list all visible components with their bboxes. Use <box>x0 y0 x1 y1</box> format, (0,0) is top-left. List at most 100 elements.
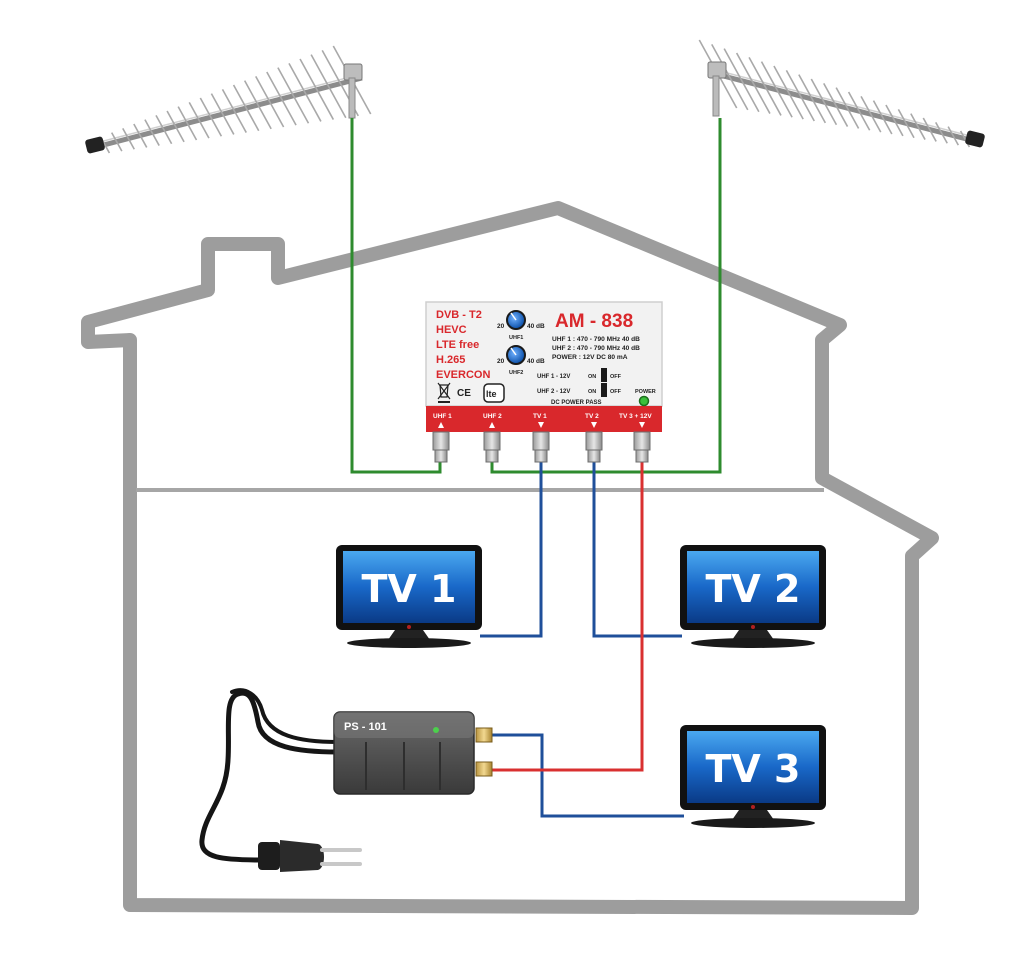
cable-tv3 <box>492 733 684 818</box>
antenna-element <box>872 100 893 135</box>
connector-tv3[interactable] <box>633 431 651 463</box>
connector-tv2[interactable] <box>585 431 603 463</box>
antenna-element <box>798 74 827 124</box>
port-arrows <box>438 422 645 428</box>
antenna-element <box>835 87 860 129</box>
antenna-element <box>735 52 771 114</box>
antenna-element <box>723 48 760 113</box>
cable-antenna-right <box>490 118 722 474</box>
port-label-tv3: TV 3 + 12V <box>619 413 652 420</box>
knob2-min: 20 <box>497 358 505 365</box>
connector-tv1[interactable] <box>532 431 550 463</box>
knob2-label: UHF2 <box>509 370 523 376</box>
antenna-element <box>232 84 260 132</box>
antenna-element <box>748 56 782 116</box>
crossed-bin-icon <box>437 382 451 403</box>
antenna-element <box>221 88 247 133</box>
antenna-element <box>177 106 198 141</box>
antenna-element <box>897 108 915 139</box>
svg-text:lte: lte <box>486 389 497 399</box>
antenna-element <box>288 62 322 122</box>
antenna-element <box>199 97 223 137</box>
antenna-element <box>155 114 173 145</box>
connector-uhf2[interactable] <box>483 431 501 463</box>
antenna-element <box>935 121 948 144</box>
power-label: POWER <box>635 389 656 395</box>
ps-output-connector-2[interactable] <box>475 761 493 777</box>
spec-uhf1: UHF 1 : 470 - 790 MHz 40 dB <box>552 336 640 343</box>
antenna-element <box>310 54 347 119</box>
antenna-element <box>255 75 285 128</box>
antenna-element <box>110 132 123 152</box>
knob1-max: 40 dB <box>527 323 545 330</box>
gain-knob-2[interactable] <box>506 345 526 365</box>
feature-hevc: HEVC <box>436 324 467 336</box>
antenna-element <box>277 67 310 124</box>
tv-2: TV 2 <box>680 545 826 648</box>
switch1-off: OFF <box>610 374 622 380</box>
port-label-uhf1: UHF 1 <box>433 413 452 420</box>
tv3-label: TV 3 <box>706 747 801 791</box>
switch2-off: OFF <box>610 389 622 395</box>
feature-dvb: DVB - T2 <box>436 309 482 321</box>
feature-brand: EVERCON <box>436 369 490 381</box>
knob1-min: 20 <box>497 323 505 330</box>
eu-plug-icon <box>258 840 362 872</box>
power-cord <box>199 690 341 863</box>
antenna-left-icon <box>85 45 372 154</box>
antenna-cables <box>350 118 722 474</box>
switch2-label: UHF 2 - 12V <box>537 389 570 395</box>
switch1-on: ON <box>588 374 596 380</box>
cable-tv3-power <box>492 462 644 772</box>
antenna-element <box>773 65 804 120</box>
antenna-element <box>922 117 937 142</box>
antenna-element <box>860 95 882 133</box>
f-connectors <box>432 431 651 463</box>
antenna-element <box>210 93 235 135</box>
ps-output-connector-1[interactable] <box>475 727 493 743</box>
tv-1: TV 1 <box>336 545 482 648</box>
power-cable <box>492 462 644 772</box>
switch-uhf1-12v[interactable] <box>601 368 607 382</box>
antenna-element <box>243 80 272 130</box>
spec-power: POWER : 12V DC 80 mA <box>552 354 628 361</box>
lte-logo: lte <box>483 383 505 403</box>
port-label-tv1: TV 1 <box>533 413 547 420</box>
switch2-on: ON <box>588 389 596 395</box>
antenna-element <box>711 43 749 111</box>
cable-tv1 <box>480 462 543 638</box>
antenna-element <box>188 101 210 139</box>
amplifier-model: AM - 838 <box>555 311 633 332</box>
tv-cables <box>480 462 684 818</box>
port-label-uhf2: UHF 2 <box>483 413 502 420</box>
antenna-element <box>947 126 960 146</box>
switch1-label: UHF 1 - 12V <box>537 374 570 380</box>
antenna-element <box>122 127 135 150</box>
antenna-element <box>910 113 926 140</box>
power-led-icon <box>638 395 650 407</box>
antenna-element <box>885 104 904 137</box>
feature-h265: H.265 <box>436 354 465 366</box>
antenna-element <box>166 110 185 143</box>
antenna-element <box>823 82 849 127</box>
dc-power-pass: DC POWER PASS <box>551 400 602 406</box>
antenna-element <box>847 91 871 131</box>
antenna-element <box>810 78 838 126</box>
antenna-element <box>144 119 160 146</box>
antenna-element <box>133 123 148 148</box>
tv1-label: TV 1 <box>362 567 457 611</box>
antenna-element <box>299 58 335 120</box>
power-supply: PS - 101 <box>199 688 493 872</box>
connector-uhf1[interactable] <box>432 431 450 463</box>
port-label-tv2: TV 2 <box>585 413 599 420</box>
antenna-element <box>266 71 297 126</box>
antenna-element <box>785 69 815 122</box>
switch-uhf2-12v[interactable] <box>601 383 607 397</box>
ce-mark: CE <box>457 388 471 399</box>
knob2-max: 40 dB <box>527 358 545 365</box>
tv-3: TV 3 <box>680 725 826 828</box>
cable-antenna-left <box>350 118 442 474</box>
gain-knob-1[interactable] <box>506 310 526 330</box>
cable-tv2 <box>592 462 682 638</box>
